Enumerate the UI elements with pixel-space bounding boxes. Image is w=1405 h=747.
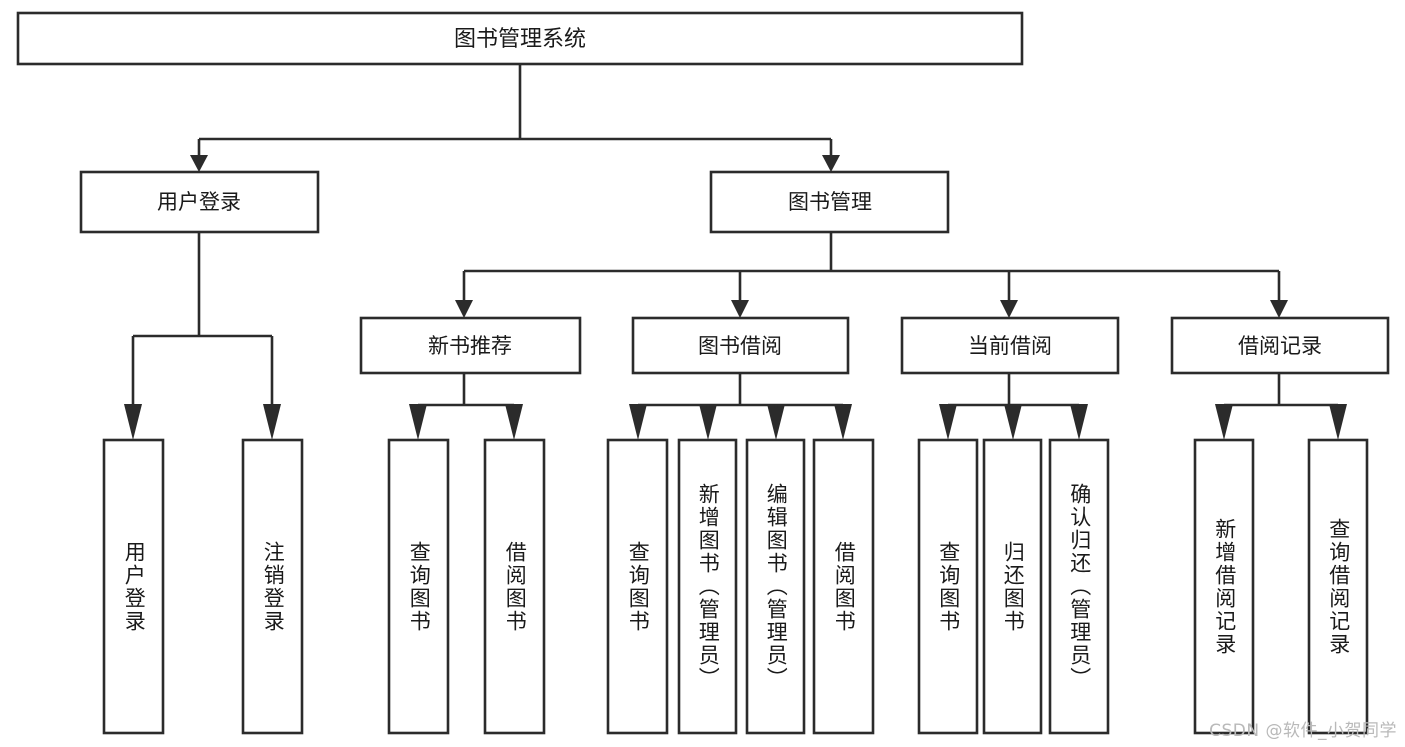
arrow-bm-to-book-borrow — [731, 300, 749, 318]
arrow-current-borrow-leaf-1 — [939, 404, 957, 440]
leaf-box-book-borrow-4[interactable] — [812, 438, 875, 735]
node-book-manage-box[interactable] — [709, 170, 950, 234]
arrow-new-book-leaf-2 — [505, 404, 523, 440]
leaf-box-borrow-record-2[interactable] — [1307, 438, 1369, 735]
node-current-borrow[interactable]: 当前借阅 — [900, 316, 1120, 375]
node-borrow-record-label: 借阅记录 — [1238, 334, 1322, 358]
arrow-root-to-user-login — [190, 155, 208, 172]
leaf-box-current-borrow-2[interactable] — [982, 438, 1043, 735]
leaf-box-user-login-1[interactable] — [102, 438, 165, 735]
leaf-box-book-borrow-2[interactable] — [677, 438, 738, 735]
arrow-current-borrow-leaf-3 — [1070, 404, 1088, 440]
node-new-book-recommend-box[interactable] — [359, 316, 582, 375]
arrow-book-borrow-leaf-2 — [699, 404, 717, 440]
node-user-login[interactable]: 用户登录 — [79, 170, 320, 234]
leaf-box-book-borrow-1[interactable] — [606, 438, 669, 735]
connector-layer — [124, 65, 1347, 440]
arrow-root-to-book-manage — [822, 155, 840, 172]
node-current-borrow-box[interactable] — [900, 316, 1120, 375]
arrow-book-borrow-leaf-3 — [767, 404, 785, 440]
arrow-bm-to-new-book — [455, 300, 473, 318]
arrow-borrow-record-leaf-2 — [1329, 404, 1347, 440]
arrow-book-borrow-leaf-1 — [629, 404, 647, 440]
node-new-book-recommend[interactable]: 新书推荐 — [359, 316, 582, 375]
arrow-new-book-leaf-1 — [409, 404, 427, 440]
node-borrow-record[interactable]: 借阅记录 — [1170, 316, 1390, 375]
node-new-book-recommend-label: 新书推荐 — [428, 334, 512, 358]
arrow-book-borrow-leaf-4 — [834, 404, 852, 440]
node-root-label: 图书管理系统 — [454, 27, 586, 52]
arrow-current-borrow-leaf-2 — [1004, 404, 1022, 440]
arrow-user-login-leaf-1 — [124, 404, 142, 440]
leaf-box-current-borrow-3[interactable] — [1048, 438, 1110, 735]
node-current-borrow-label: 当前借阅 — [968, 334, 1052, 358]
node-borrow-record-box[interactable] — [1170, 316, 1390, 375]
arrow-bm-to-current-borrow — [1000, 300, 1018, 318]
leaf-box-new-book-2[interactable] — [483, 438, 546, 735]
leaf-box-book-borrow-3[interactable] — [745, 438, 806, 735]
arrow-borrow-record-leaf-1 — [1215, 404, 1233, 440]
arrow-user-login-leaf-2 — [263, 404, 281, 440]
arrow-bm-to-borrow-record — [1270, 300, 1288, 318]
node-root-box[interactable] — [16, 11, 1024, 66]
node-root[interactable]: 图书管理系统 — [16, 11, 1024, 66]
csdn-watermark: CSDN @软件_小贺同学 — [1209, 721, 1397, 741]
node-book-borrow[interactable]: 图书借阅 — [631, 316, 850, 375]
leaf-box-current-borrow-1[interactable] — [917, 438, 979, 735]
leaf-box-new-book-1[interactable] — [387, 438, 450, 735]
leaf-box-borrow-record-1[interactable] — [1193, 438, 1255, 735]
node-user-login-box[interactable] — [79, 170, 320, 234]
leaf-box-user-login-2[interactable] — [241, 438, 304, 735]
node-book-manage-label: 图书管理 — [788, 190, 872, 214]
node-book-manage[interactable]: 图书管理 — [709, 170, 950, 234]
node-book-borrow-box[interactable] — [631, 316, 850, 375]
node-user-login-label: 用户登录 — [157, 190, 241, 214]
node-book-borrow-label: 图书借阅 — [698, 334, 782, 358]
